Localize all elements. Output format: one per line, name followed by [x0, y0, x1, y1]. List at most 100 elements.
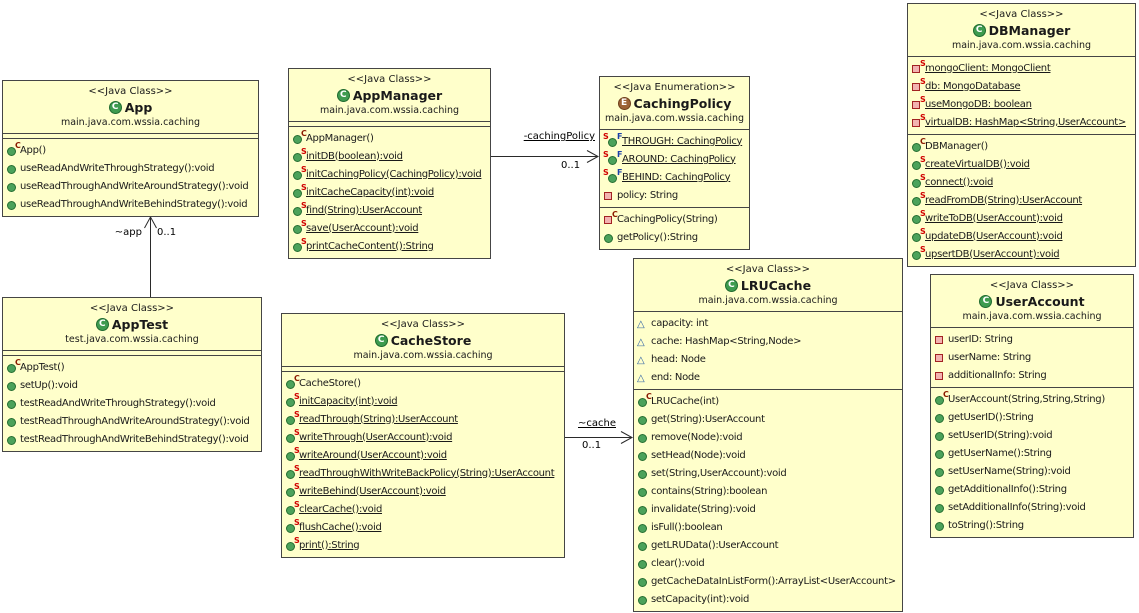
method-row[interactable]: toString():String — [931, 516, 1133, 534]
method-row[interactable]: getAdditionalInfo():String — [931, 480, 1133, 498]
method-row[interactable]: clear():void — [634, 554, 902, 572]
method-row[interactable]: setUserID(String):void — [931, 426, 1133, 444]
method-row[interactable]: useReadThroughAndWriteBehindStrategy():v… — [3, 195, 258, 213]
method-row[interactable]: setUp():void — [3, 376, 261, 394]
constructor-modifier: C — [646, 391, 652, 401]
method-row[interactable]: useReadThroughAndWriteAroundStrategy():v… — [3, 177, 258, 195]
method-row[interactable]: invalidate(String):void — [634, 500, 902, 518]
method-row[interactable]: get(String):UserAccount — [634, 410, 902, 428]
field-row[interactable]: policy: String — [600, 186, 749, 204]
association-multiplicity-cache[interactable]: 0..1 — [582, 440, 602, 451]
public-method-icon — [637, 557, 651, 570]
member-text: mongoClient: MongoClient — [925, 62, 1051, 74]
method-row[interactable]: testReadThroughAndWriteAroundStrategy():… — [3, 412, 261, 430]
method-row[interactable]: contains(String):boolean — [634, 482, 902, 500]
stereotype: <<Java Class>> — [89, 303, 175, 314]
private-field-icon: S — [911, 59, 926, 75]
association-multiplicity-cachingpolicy[interactable]: 0..1 — [561, 160, 581, 171]
field-row[interactable]: userID: String — [931, 330, 1133, 348]
association-label-cachingpolicy[interactable]: -cachingPolicy — [523, 131, 595, 142]
class-icon: C — [95, 317, 109, 331]
method-row[interactable]: set(String,UserAccount):void — [634, 464, 902, 482]
static-modifier: S — [294, 391, 300, 401]
method-row[interactable]: setHead(Node):void — [634, 446, 902, 464]
constructor-modifier: C — [15, 140, 21, 150]
method-row[interactable]: getUserName():String — [931, 444, 1133, 462]
method-row[interactable]: testReadAndWriteThroughStrategy():void — [3, 394, 261, 412]
method-row[interactable]: remove(Node):void — [634, 428, 902, 446]
association-label-app[interactable]: ~app — [114, 227, 142, 238]
field-row[interactable]: △end: Node — [634, 368, 902, 386]
field-row[interactable]: △capacity: int — [634, 314, 902, 332]
field-row[interactable]: △cache: HashMap<String,Node> — [634, 332, 902, 350]
association-apptest-to-app[interactable] — [144, 215, 157, 297]
field-row[interactable]: userName: String — [931, 348, 1133, 366]
method-row[interactable]: isFull():boolean — [634, 518, 902, 536]
class-icon: C — [108, 100, 122, 114]
method-row[interactable]: setUserName(String):void — [931, 462, 1133, 480]
method-row[interactable]: setAdditionalInfo(String):void — [931, 498, 1133, 516]
stereotype: <<Java Class>> — [380, 319, 466, 330]
method-row[interactable]: setCapacity(int):void — [634, 590, 902, 608]
method-row[interactable]: getUserID():String — [931, 408, 1133, 426]
field-row[interactable]: △head: Node — [634, 350, 902, 368]
static-modifier: S — [301, 182, 307, 192]
association-label-cache[interactable]: ~cache — [578, 418, 616, 429]
class-name: LRUCache — [740, 277, 812, 293]
association-appmanager-to-cachingpolicy[interactable] — [491, 150, 600, 163]
method-row[interactable]: getCacheDataInListForm():ArrayList<UserA… — [634, 572, 902, 590]
method-row[interactable]: getPolicy():String — [600, 228, 749, 246]
association-multiplicity-app[interactable]: 0..1 — [157, 227, 177, 238]
package-field-icon: △ — [637, 336, 645, 348]
class-icon: C — [972, 23, 986, 37]
method-row[interactable]: useReadAndWriteThroughStrategy():void — [3, 159, 258, 177]
method-row[interactable]: getLRUData():UserAccount — [634, 536, 902, 554]
field-row[interactable]: additionalInfo: String — [931, 366, 1133, 384]
method-row[interactable]: testReadThroughAndWriteBehindStrategy():… — [3, 430, 261, 448]
